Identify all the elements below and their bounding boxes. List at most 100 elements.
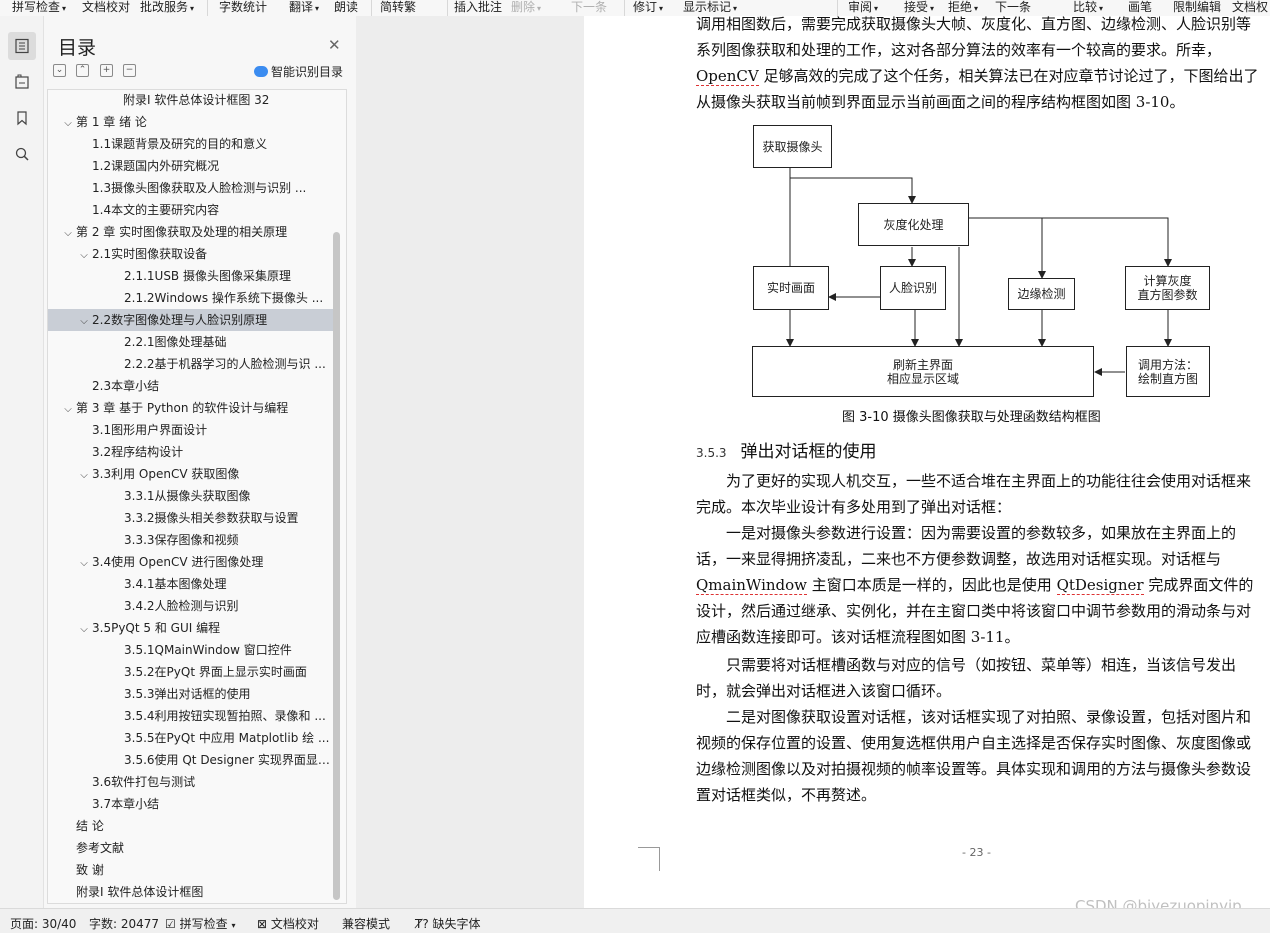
p2-part-c: 完成界面文件的设计，然后通过继承、实例化，并在主窗口类中将该窗口中调节参数用的滑… bbox=[696, 576, 1254, 646]
toolbar-item[interactable]: 简转繁 bbox=[380, 0, 416, 16]
toolbar-item[interactable]: 插入批注 bbox=[454, 0, 502, 16]
toolbar-item[interactable]: 翻译▾ bbox=[289, 0, 319, 16]
toolbar-item-label: 批改服务 bbox=[140, 0, 189, 14]
toc-item[interactable]: 3.5.2在PyQt 界面上显示实时画面 bbox=[48, 661, 333, 683]
toolbar-item[interactable]: 批改服务▾ bbox=[140, 0, 194, 16]
add-icon[interactable]: + bbox=[100, 64, 113, 77]
toc-item[interactable]: ⌵2.1实时图像获取设备 bbox=[48, 243, 333, 265]
chevron-down-icon[interactable]: ⌵ bbox=[80, 250, 88, 261]
proofread-icon: ⊠ bbox=[257, 917, 268, 931]
missing-font-status[interactable]: Ⱦ? 缺失字体 bbox=[415, 915, 481, 932]
chevron-down-icon[interactable]: ⌵ bbox=[80, 558, 88, 569]
toc-item[interactable]: 1.4本文的主要研究内容 bbox=[48, 199, 333, 221]
toc-item[interactable]: 3.6软件打包与测试 bbox=[48, 771, 333, 793]
toc-item[interactable]: 2.3本章小结 bbox=[48, 375, 333, 397]
toc-item[interactable]: 2.2.2基于机器学习的人脸检测与识 ... bbox=[48, 353, 333, 375]
toc-item-label: 3.5.1QMainWindow 窗口控件 bbox=[124, 643, 292, 657]
chevron-down-icon[interactable]: ⌵ bbox=[80, 316, 88, 327]
toc-item[interactable]: ⌵3.3利用 OpenCV 获取图像 bbox=[48, 463, 333, 485]
toc-item[interactable]: 3.5.5在PyQt 中应用 Matplotlib 绘 ... bbox=[48, 727, 333, 749]
toolbar-item[interactable]: 限制编辑 bbox=[1173, 0, 1221, 16]
toc-item-label: 2.2.1图像处理基础 bbox=[124, 335, 227, 349]
toc-item[interactable]: 3.5.1QMainWindow 窗口控件 bbox=[48, 639, 333, 661]
toc-item[interactable]: ⌵2.2数字图像处理与人脸识别原理 bbox=[48, 309, 333, 331]
toolbar-separator bbox=[447, 0, 448, 16]
toc-item[interactable]: 3.5.6使用 Qt Designer 实现界面显 ... bbox=[48, 749, 333, 771]
toc-item[interactable]: 2.1.1USB 摄像头图像采集原理 bbox=[48, 265, 333, 287]
toc-item[interactable]: 1.3摄像头图像获取及人脸检测与识别 ... bbox=[48, 177, 333, 199]
toolbar-item[interactable]: 下一条 bbox=[571, 0, 607, 16]
toc-item[interactable]: 附录I 软件总体设计框图 32 bbox=[48, 90, 333, 111]
toolbar-separator bbox=[624, 0, 625, 16]
toolbar-item[interactable]: 删除▾ bbox=[511, 0, 541, 16]
toolbar-item[interactable]: 文档权 bbox=[1232, 0, 1268, 16]
toc-item[interactable]: 3.7本章小结 bbox=[48, 793, 333, 815]
toolbar-item[interactable]: 修订▾ bbox=[633, 0, 663, 16]
toc-item[interactable]: 附录I 软件总体设计框图 bbox=[48, 881, 333, 903]
toolbar-item-label: 显示标记 bbox=[683, 0, 732, 14]
search-icon[interactable] bbox=[8, 140, 36, 168]
chevron-down-icon: ▾ bbox=[930, 4, 935, 13]
toolbar-item-label: 拼写检查 bbox=[12, 0, 61, 14]
missing-font-label: 缺失字体 bbox=[432, 917, 481, 931]
toc-item-label: 参考文献 bbox=[76, 841, 125, 855]
chevron-down-icon[interactable]: ⌵ bbox=[64, 228, 72, 239]
toc-item[interactable]: 3.4.1基本图像处理 bbox=[48, 573, 333, 595]
toc-item[interactable]: 3.5.4利用按钮实现暂拍照、录像和 ... bbox=[48, 705, 333, 727]
spell-check-status[interactable]: ☑ 拼写检查 ▾ bbox=[165, 917, 236, 931]
chevron-down-icon[interactable]: ⌵ bbox=[80, 470, 88, 481]
document-page[interactable]: 调用相图数后，需要完成获取摄像头大帧、灰度化、直方图、边缘检测、人脸识别等 系列… bbox=[584, 15, 1270, 908]
toolbar-item[interactable]: 文档校对 bbox=[82, 0, 130, 16]
proofread-status[interactable]: ⊠ 文档校对 bbox=[257, 915, 319, 932]
toolbar-item[interactable]: 画笔 bbox=[1128, 0, 1152, 16]
expand-up-icon[interactable]: ⌃ bbox=[76, 64, 89, 77]
toolbar-item[interactable]: 字数统计 bbox=[219, 0, 267, 16]
toc-item[interactable]: 致 谢 bbox=[48, 859, 333, 881]
toc-item[interactable]: 结 论 bbox=[48, 815, 333, 837]
toc-item-label: 3.4.2人脸检测与识别 bbox=[124, 599, 239, 613]
toc-item[interactable]: ⌵3.4使用 OpenCV 进行图像处理 bbox=[48, 551, 333, 573]
toc-item[interactable]: 3.3.2摄像头相关参数获取与设置 bbox=[48, 507, 333, 529]
toc-item[interactable]: ⌵第 1 章 绪 论 bbox=[48, 111, 333, 133]
toc-item-label: 3.6软件打包与测试 bbox=[92, 775, 196, 789]
toc-item[interactable]: ⌵第 2 章 实时图像获取及处理的相关原理 bbox=[48, 221, 333, 243]
page-indicator[interactable]: 页面: 30/40 bbox=[10, 917, 77, 931]
toolbar-item[interactable]: 显示标记▾ bbox=[683, 0, 737, 16]
toolbar-item[interactable]: 朗读 bbox=[334, 0, 358, 16]
close-icon[interactable]: ✕ bbox=[328, 36, 341, 54]
bookmark-panel-icon[interactable] bbox=[8, 68, 36, 96]
smart-toc-button[interactable]: 智能识别目录 bbox=[254, 63, 343, 80]
bookmark-icon[interactable] bbox=[8, 104, 36, 132]
chevron-down-icon[interactable]: ⌵ bbox=[80, 624, 88, 635]
collapse-all-icon[interactable]: ⌄ bbox=[53, 64, 66, 77]
remove-icon[interactable]: − bbox=[123, 64, 136, 77]
toc-item[interactable]: 3.1图形用户界面设计 bbox=[48, 419, 333, 441]
toc-icon[interactable] bbox=[8, 32, 36, 60]
toc-item[interactable]: 1.2课题国内外研究概况 bbox=[48, 155, 333, 177]
toolbar-item[interactable]: 拒绝▾ bbox=[948, 0, 978, 16]
toc-item[interactable]: 3.2程序结构设计 bbox=[48, 441, 333, 463]
toolbar-item[interactable]: 审阅▾ bbox=[848, 0, 878, 16]
scrollbar-thumb[interactable] bbox=[333, 232, 340, 900]
ai-icon bbox=[254, 66, 268, 77]
toc-item[interactable]: 3.5.3弹出对话框的使用 bbox=[48, 683, 333, 705]
chevron-down-icon[interactable]: ⌵ bbox=[64, 404, 72, 415]
toc-item[interactable]: 2.1.2Windows 操作系统下摄像头 ... bbox=[48, 287, 333, 309]
toolbar-item[interactable]: 拼写检查▾ bbox=[12, 0, 66, 16]
toc-item[interactable]: 2.2.1图像处理基础 bbox=[48, 331, 333, 353]
toc-item-label: 3.5PyQt 5 和 GUI 编程 bbox=[92, 621, 221, 635]
word-count[interactable]: 字数: 20477 bbox=[89, 917, 160, 931]
toc-item[interactable]: ⌵ 3.5PyQt 5 和 GUI 编程 bbox=[48, 617, 333, 639]
chevron-down-icon[interactable]: ⌵ bbox=[64, 118, 72, 129]
toc-item[interactable]: 1.1课题背景及研究的目的和意义 bbox=[48, 133, 333, 155]
toc-item[interactable]: 3.3.1从摄像头获取图像 bbox=[48, 485, 333, 507]
toolbar-item[interactable]: 比较▾ bbox=[1073, 0, 1103, 16]
toc-item[interactable]: 3.3.3保存图像和视频 bbox=[48, 529, 333, 551]
toc-item[interactable]: 参考文献 bbox=[48, 837, 333, 859]
toc-item-label: 3.1图形用户界面设计 bbox=[92, 423, 208, 437]
toc-item[interactable]: 3.4.2人脸检测与识别 bbox=[48, 595, 333, 617]
toolbar-item[interactable]: 接受▾ bbox=[904, 0, 934, 16]
toc-item[interactable]: ⌵第 3 章 基于 Python 的软件设计与编程 bbox=[48, 397, 333, 419]
toolbar-item[interactable]: 下一条 bbox=[995, 0, 1031, 16]
